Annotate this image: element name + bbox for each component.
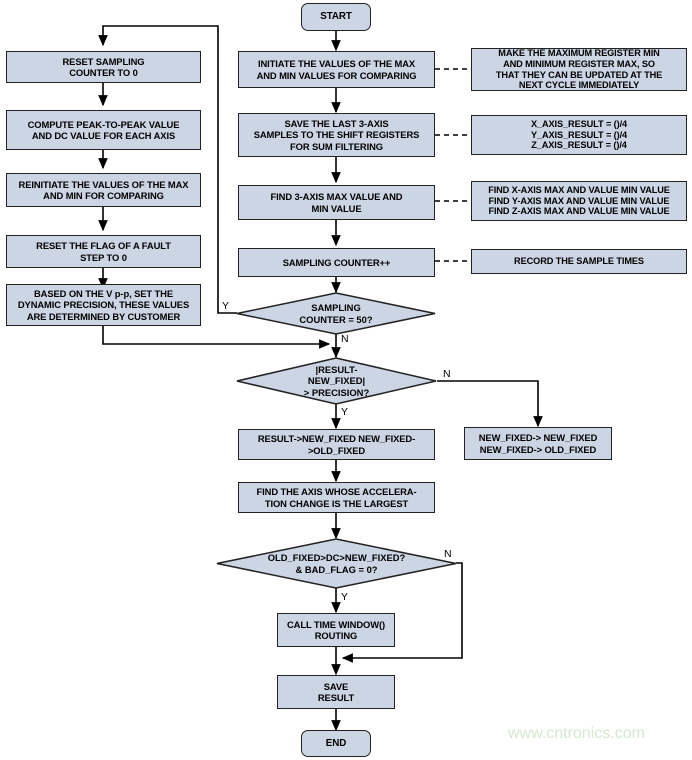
edge-label-oldfixed-yes: Y [341,591,349,603]
process-call-time-window-routing[interactable]: CALL TIME WINDOW() ROUTING [277,613,395,647]
site-watermark: www.cntronics.com [508,725,645,742]
decision-sampling-counter[interactable]: SAMPLING COUNTER = 50? [236,292,436,335]
edge-label-sampling-yes: Y [222,300,230,312]
edge-label-precision-yes: Y [341,406,349,418]
decision-result-precision[interactable]: |RESULT- NEW_FIXED| > PRECISION? [236,357,437,405]
edge-label-oldfixed-no: N [444,548,452,560]
edge-label-precision-no: N [443,368,451,380]
annotation-record-sample-times[interactable]: RECORD THE SAMPLE TIMES [471,249,687,274]
annotation-axis-result[interactable]: X_AXIS_RESULT = ()/4 Y_AXIS_RESULT = ()/… [471,115,687,155]
process-save-result[interactable]: SAVE RESULT [277,675,395,709]
decision-old-fixed-dc[interactable]: OLD_FIXED>DC>NEW_FIXED? & BAD_FLAG = 0? [216,538,457,589]
process-set-dynamic-precision[interactable]: BASED ON THE V p-p, SET THE DYNAMIC PREC… [6,284,201,326]
process-reinitiate-max-min[interactable]: REINITIATE THE VALUES OF THE MAX AND MIN… [6,173,201,207]
process-sampling-counter-increment[interactable]: SAMPLING COUNTER++ [238,248,435,277]
process-initiate-max-min[interactable]: INITIATE THE VALUES OF THE MAX AND MIN V… [238,51,435,88]
edge-label-sampling-no: N [341,333,349,345]
terminal-end[interactable]: END [301,730,371,757]
annotation-max-min-register[interactable]: MAKE THE MAXIMUM REGISTER MIN AND MINIMU… [471,48,687,91]
process-result-to-new-fixed[interactable]: RESULT->NEW_FIXED NEW_FIXED- >OLD_FIXED [238,429,435,460]
process-reset-fault-flag[interactable]: RESET THE FLAG OF A FAULT STEP TO 0 [6,235,201,268]
process-find-3axis-max-min[interactable]: FIND 3-AXIS MAX VALUE AND MIN VALUE [238,185,435,220]
process-find-axis-largest-change[interactable]: FIND THE AXIS WHOSE ACCELERA- TION CHANG… [238,482,435,513]
process-save-last-3axis-samples[interactable]: SAVE THE LAST 3-AXIS SAMPLES TO THE SHIF… [238,113,435,157]
process-reset-sampling-counter[interactable]: RESET SAMPLING COUNTER TO 0 [6,51,201,83]
annotation-find-axis-max-min[interactable]: FIND X-AXIS MAX AND VALUE MIN VALUE FIND… [471,181,687,221]
terminal-start[interactable]: START [301,3,371,31]
process-compute-peak-to-peak[interactable]: COMPUTE PEAK-TO-PEAK VALUE AND DC VALUE … [6,110,201,150]
process-new-fixed-assign[interactable]: NEW_FIXED-> NEW_FIXED NEW_FIXED-> OLD_FI… [464,427,612,460]
